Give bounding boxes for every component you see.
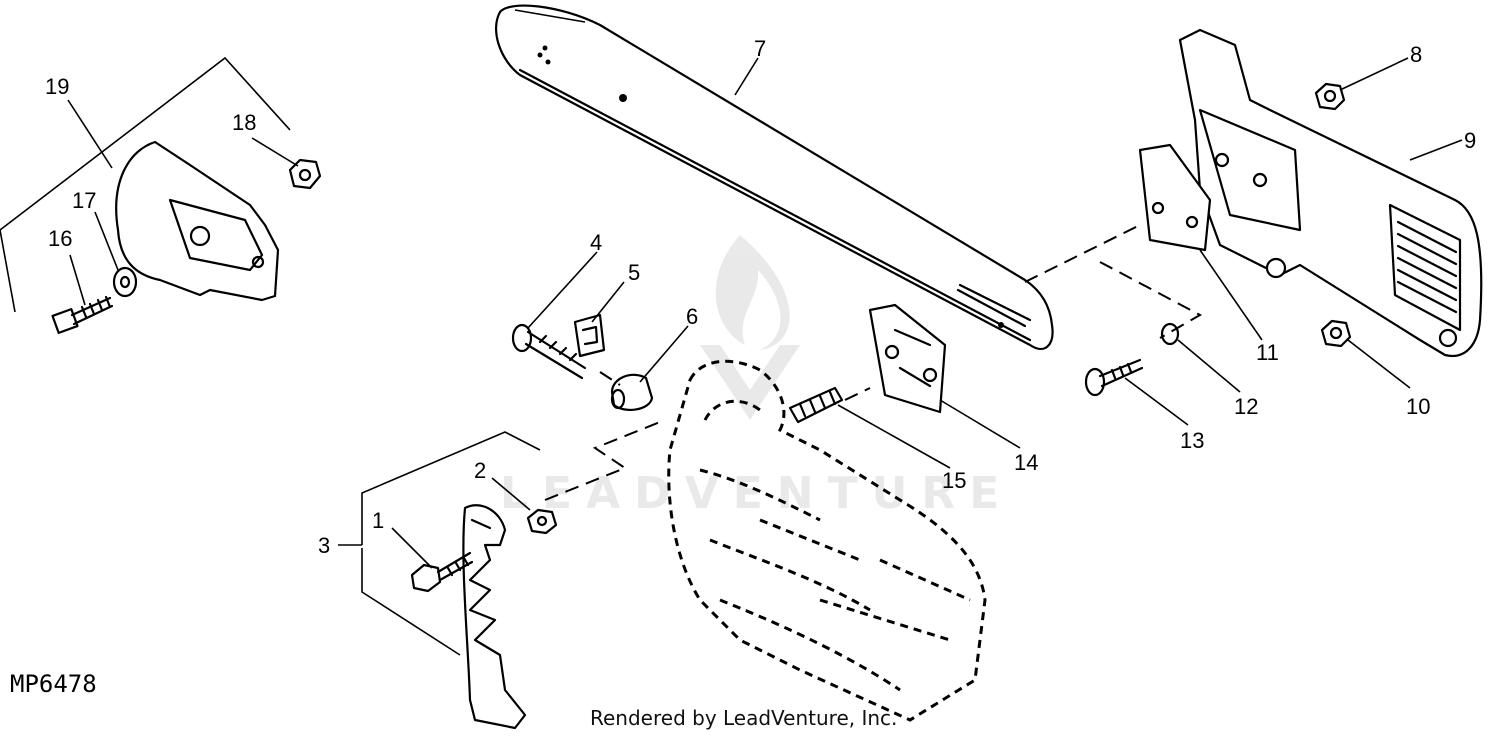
callout-17: 17 [72,188,96,213]
callout-4: 4 [590,230,602,255]
nut-10 [1320,319,1352,348]
leader-16 [69,254,86,306]
leader-lines [67,57,1463,569]
group-bracket-19 [0,56,291,313]
assembly-lines [544,224,1203,501]
sprocket-cover-hole [189,225,211,247]
screw-1 [410,551,474,593]
watermark-flame-icon [715,235,790,350]
clip-5 [573,313,606,358]
leader-4 [527,251,598,329]
callout-15: 15 [942,468,966,493]
bumper-spike-3 [462,504,527,730]
callout-1: 1 [372,508,384,533]
callout-8: 8 [1410,42,1422,67]
side-plate-grip [1388,203,1462,332]
screw-16 [51,295,114,334]
callouts: 1 2 3 4 5 6 7 8 9 10 11 12 13 14 15 16 1… [45,36,1476,558]
washer-12 [1160,322,1180,346]
callout-3: 3 [318,533,330,558]
callout-5: 5 [628,260,640,285]
guide-bar-slot [956,283,1032,328]
callout-12: 12 [1234,394,1258,419]
callout-13: 13 [1180,428,1204,453]
sprocket-cover-hole-2 [251,255,265,269]
footer-credit: Rendered by LeadVenture, Inc. [590,706,898,730]
callout-6: 6 [686,304,698,329]
leader-14 [939,399,1021,449]
watermark-chevron-icon [700,345,800,420]
callout-10: 10 [1406,394,1430,419]
leader-19 [67,99,113,169]
sprocket-cover-group [0,56,322,334]
callout-11: 11 [1256,340,1279,365]
leader-18 [251,137,299,167]
leader-8 [1339,57,1409,91]
callout-19: 19 [45,74,69,99]
screw-13 [1084,358,1144,397]
leader-7 [734,57,759,96]
side-plate-9 [1178,28,1483,358]
leader-17 [94,211,119,271]
pin-15 [788,386,844,424]
leader-13 [1124,377,1189,426]
leader-2 [491,477,531,511]
nut-8 [1314,82,1346,111]
leader-9 [1409,139,1463,161]
leader-5 [591,281,625,323]
leader-15 [837,404,951,469]
nut-18 [288,158,322,190]
watermark-text: LEADVENTURE [500,468,1013,519]
callout-18: 18 [232,110,256,135]
callout-16: 16 [48,226,72,251]
leader-10 [1347,339,1411,389]
watermark: LEADVENTURE [500,235,1013,519]
chainsaw-body-outline [667,359,987,722]
guide-bar-7 [495,4,1054,350]
callout-14: 14 [1014,450,1038,475]
guide-bar-oil-hole [619,94,627,102]
callout-7: 7 [754,36,766,61]
plate-11 [1138,143,1212,252]
diagram-code: MP6478 [10,670,97,698]
group-bracket-3 [361,431,541,656]
sprocket-cover [115,140,280,302]
callout-2: 2 [474,458,486,483]
sprocket-cover-recess [168,198,264,272]
nut-2 [526,508,558,535]
leader-1 [391,527,433,569]
nut-6 [610,373,654,412]
washer-17 [112,266,138,298]
callout-9: 9 [1464,128,1476,153]
leader-12 [1177,339,1241,393]
leader-11 [1199,249,1263,341]
bolt-4 [511,323,587,380]
leader-6 [639,325,689,383]
side-plate-block [1198,108,1302,232]
plate-14 [868,303,947,414]
